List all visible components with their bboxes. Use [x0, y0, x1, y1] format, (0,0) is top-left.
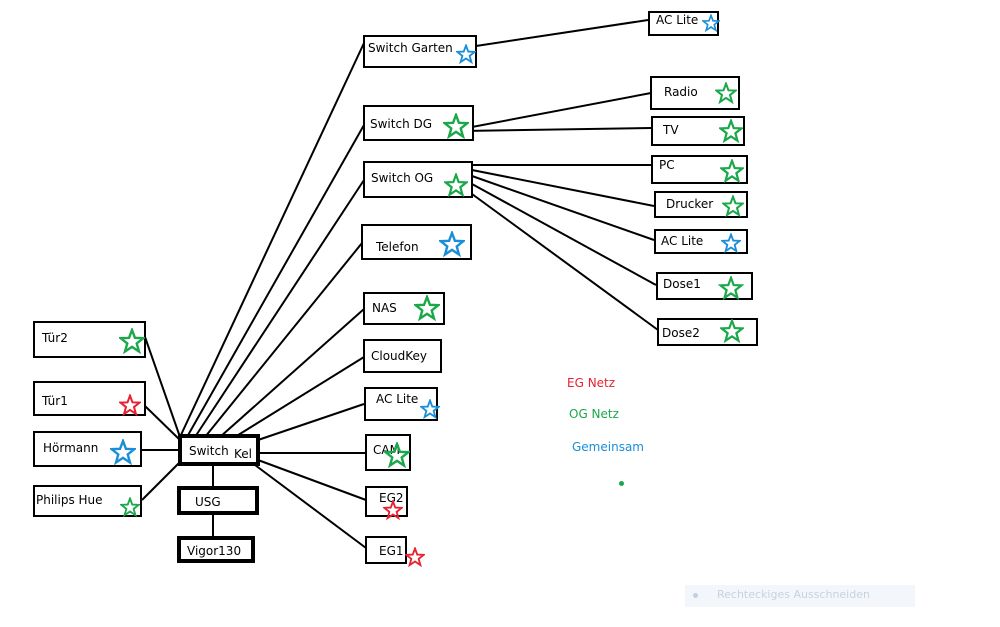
star-icon — [120, 497, 140, 517]
drucker-node: Drucker — [654, 191, 748, 218]
snip-label: Rechteckiges Ausschneiden — [717, 588, 870, 601]
wire-keller-telefon — [204, 242, 363, 438]
vigor-node: Vigor130 — [177, 536, 255, 563]
philips-hue-node: Philips Hue — [33, 485, 142, 517]
usg-label: USG — [195, 495, 221, 509]
nas-label: NAS — [372, 301, 397, 315]
wire-keller-nas — [219, 308, 365, 438]
eg1-node: EG1 — [365, 536, 407, 564]
switch-keller-node: Switch Kel — [178, 434, 260, 466]
wire-keller-eg1 — [254, 464, 367, 549]
eg2-node: EG2 — [365, 486, 408, 517]
wire-og-dose1 — [471, 183, 657, 286]
switch-keller-suffix-label: Kel — [234, 447, 252, 461]
switch-og-label: Switch OG — [371, 171, 434, 185]
wire-keller-garten — [179, 42, 365, 438]
hoermann-node: Hörmann — [33, 431, 142, 467]
tuer1-label: Tür1 — [42, 394, 68, 408]
switch-keller-label: Switch — [189, 444, 229, 458]
tuer2-node: Tür2 — [33, 321, 146, 358]
vigor-label: Vigor130 — [187, 544, 242, 558]
wire-garten-aclite — [475, 19, 649, 47]
wire-dg-tv — [461, 127, 652, 132]
star-icon — [119, 328, 145, 354]
star-icon — [420, 399, 440, 419]
star-icon — [110, 439, 136, 465]
telefon-node: Telefon — [361, 224, 472, 260]
wire-keller-tuer2 — [144, 336, 181, 438]
star-icon — [414, 295, 440, 321]
pc-label: PC — [659, 158, 675, 172]
cam-label: CAM — [373, 443, 400, 457]
legend-eg-netz: EG Netz — [567, 376, 616, 390]
eg2-label: EG2 — [379, 491, 404, 505]
dose2-label: Dose2 — [662, 326, 700, 340]
star-icon — [722, 195, 744, 217]
tv-label: TV — [663, 123, 679, 137]
star-icon — [718, 276, 744, 300]
ac-lite-garten-node: AC Lite — [648, 11, 719, 36]
ac-lite-og-node: AC Lite — [654, 229, 748, 254]
star-icon — [715, 82, 737, 104]
hoermann-label: Hörmann — [43, 441, 99, 455]
radio-node: Radio — [650, 76, 740, 110]
ac-lite-og-label: AC Lite — [661, 234, 704, 248]
tuer1-node: Tür1 — [33, 381, 146, 416]
wire-keller-hue — [141, 461, 181, 501]
tv-node: TV — [651, 116, 745, 146]
switch-dg-label: Switch DG — [370, 117, 433, 131]
nas-node: NAS — [363, 292, 445, 325]
telefon-label: Telefon — [376, 240, 419, 254]
ac-lite-keller-node: AC Lite — [364, 387, 438, 421]
star-icon — [719, 119, 743, 143]
star-icon — [383, 500, 403, 520]
wire-keller-eg2 — [257, 459, 367, 501]
star-icon — [444, 173, 468, 197]
snip-icon — [693, 593, 698, 598]
star-icon — [443, 113, 469, 139]
philips-hue-label: Philips Hue — [36, 493, 103, 507]
star-icon — [384, 442, 410, 468]
wire-keller-og — [194, 179, 365, 438]
dose2-node: Dose2 — [657, 318, 758, 346]
star-icon — [439, 231, 465, 257]
tuer2-label: Tür2 — [42, 331, 68, 345]
ac-lite-garten-label: AC Lite — [656, 13, 699, 27]
drucker-label: Drucker — [666, 197, 714, 211]
star-icon — [720, 319, 744, 343]
star-icon — [721, 233, 741, 253]
ac-lite-keller-label: AC Lite — [376, 392, 419, 406]
switch-garten-label: Switch Garten — [368, 41, 453, 55]
cloudkey-label: CloudKey — [371, 349, 428, 363]
snipping-tool-hint[interactable]: Rechteckiges Ausschneiden — [685, 585, 915, 607]
radio-label: Radio — [664, 85, 698, 99]
star-icon — [456, 44, 476, 64]
star-icon — [702, 14, 720, 32]
star-icon — [720, 159, 744, 183]
switch-dg-node: Switch DG — [363, 105, 474, 141]
wire-keller-dg — [186, 124, 365, 438]
cloudkey-node: CloudKey — [363, 339, 442, 373]
legend-gemeinsam: Gemeinsam — [572, 440, 644, 454]
wire-keller-cloudkey — [234, 356, 365, 438]
legend-og-netz: OG Netz — [569, 407, 619, 421]
wire-keller-tuer1 — [144, 405, 181, 441]
wire-dg-radio — [471, 92, 652, 128]
star-icon — [405, 547, 425, 567]
wire-keller-aclite — [257, 403, 365, 441]
green-dot — [619, 481, 624, 486]
wire-og-drucker — [471, 169, 655, 207]
wire-og-aclite — [471, 175, 655, 241]
eg1-label: EG1 — [379, 544, 404, 558]
star-icon — [119, 394, 141, 416]
usg-node: USG — [177, 486, 259, 515]
dose1-label: Dose1 — [663, 277, 701, 291]
wire-og-dose2 — [471, 193, 659, 331]
